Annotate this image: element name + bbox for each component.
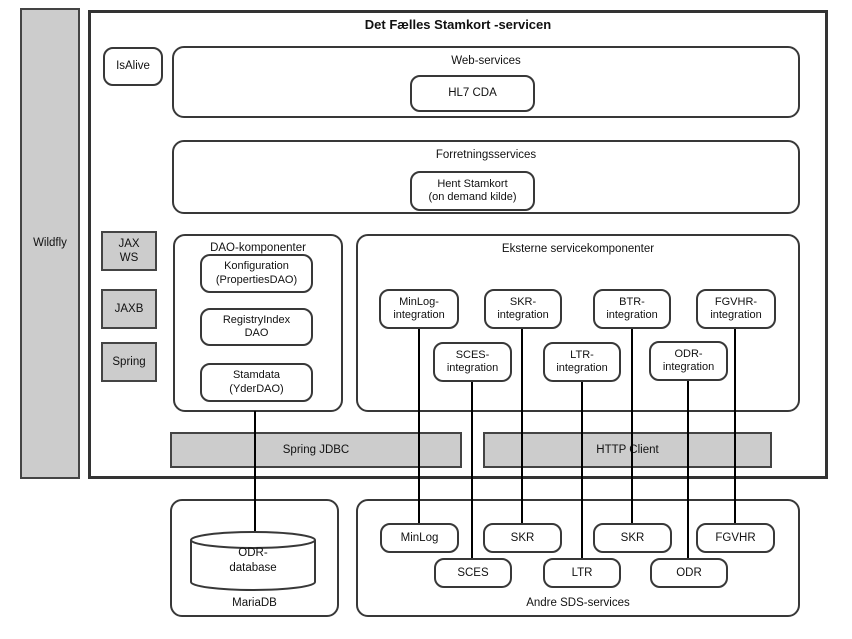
node-fgvhr-integration: FGVHR- integration	[696, 289, 776, 329]
node-spring: Spring	[101, 342, 157, 382]
node-minlog-integration: MinLog- integration	[379, 289, 459, 329]
node-jax-ws: JAX WS	[101, 231, 157, 271]
node-ltr-integration: LTR- integration	[543, 342, 621, 382]
node-skr-integration: SKR- integration	[484, 289, 562, 329]
mariadb-label: MariaDB	[232, 597, 277, 609]
node-skr: SKR	[483, 523, 562, 553]
node-konfiguration: Konfiguration (PropertiesDAO)	[200, 254, 313, 293]
spring-jdbc-bar: Spring JDBC	[170, 432, 462, 468]
node-skr-2: SKR	[593, 523, 672, 553]
eksterne-servicekomponenter-label: Eksterne servicekomponenter	[501, 243, 655, 255]
http-client-bar: HTTP Client	[483, 432, 772, 468]
node-odr: ODR	[650, 558, 728, 588]
dao-komponenter-label: DAO-komponenter	[210, 242, 306, 254]
node-registryindex-dao: RegistryIndex DAO	[200, 308, 313, 346]
web-services-label: Web-services	[451, 55, 521, 67]
node-sces-integration: SCES- integration	[433, 342, 512, 382]
node-ltr: LTR	[543, 558, 621, 588]
diagram-title: Det Fælles Stamkort -servicen	[364, 17, 552, 32]
node-hent-stamkort: Hent Stamkort (on demand kilde)	[410, 171, 535, 211]
node-isalive: IsAlive	[103, 47, 163, 86]
odr-database-label: ODR- database	[229, 547, 277, 574]
node-sces: SCES	[434, 558, 512, 588]
database-cylinder-icon	[190, 531, 316, 591]
node-minlog: MinLog	[380, 523, 459, 553]
node-hl7-cda: HL7 CDA	[410, 75, 535, 112]
node-fgvhr: FGVHR	[696, 523, 775, 553]
wildfly-container: Wildfly	[20, 8, 80, 479]
forretningsservices-label: Forretningsservices	[435, 149, 537, 161]
node-jaxb: JAXB	[101, 289, 157, 329]
node-btr-integration: BTR- integration	[593, 289, 671, 329]
node-odr-database: ODR- database	[189, 530, 317, 592]
andre-sds-services-label: Andre SDS-services	[526, 597, 630, 609]
node-odr-integration: ODR- integration	[649, 341, 728, 381]
node-stamdata-yderdao: Stamdata (YderDAO)	[200, 363, 313, 402]
